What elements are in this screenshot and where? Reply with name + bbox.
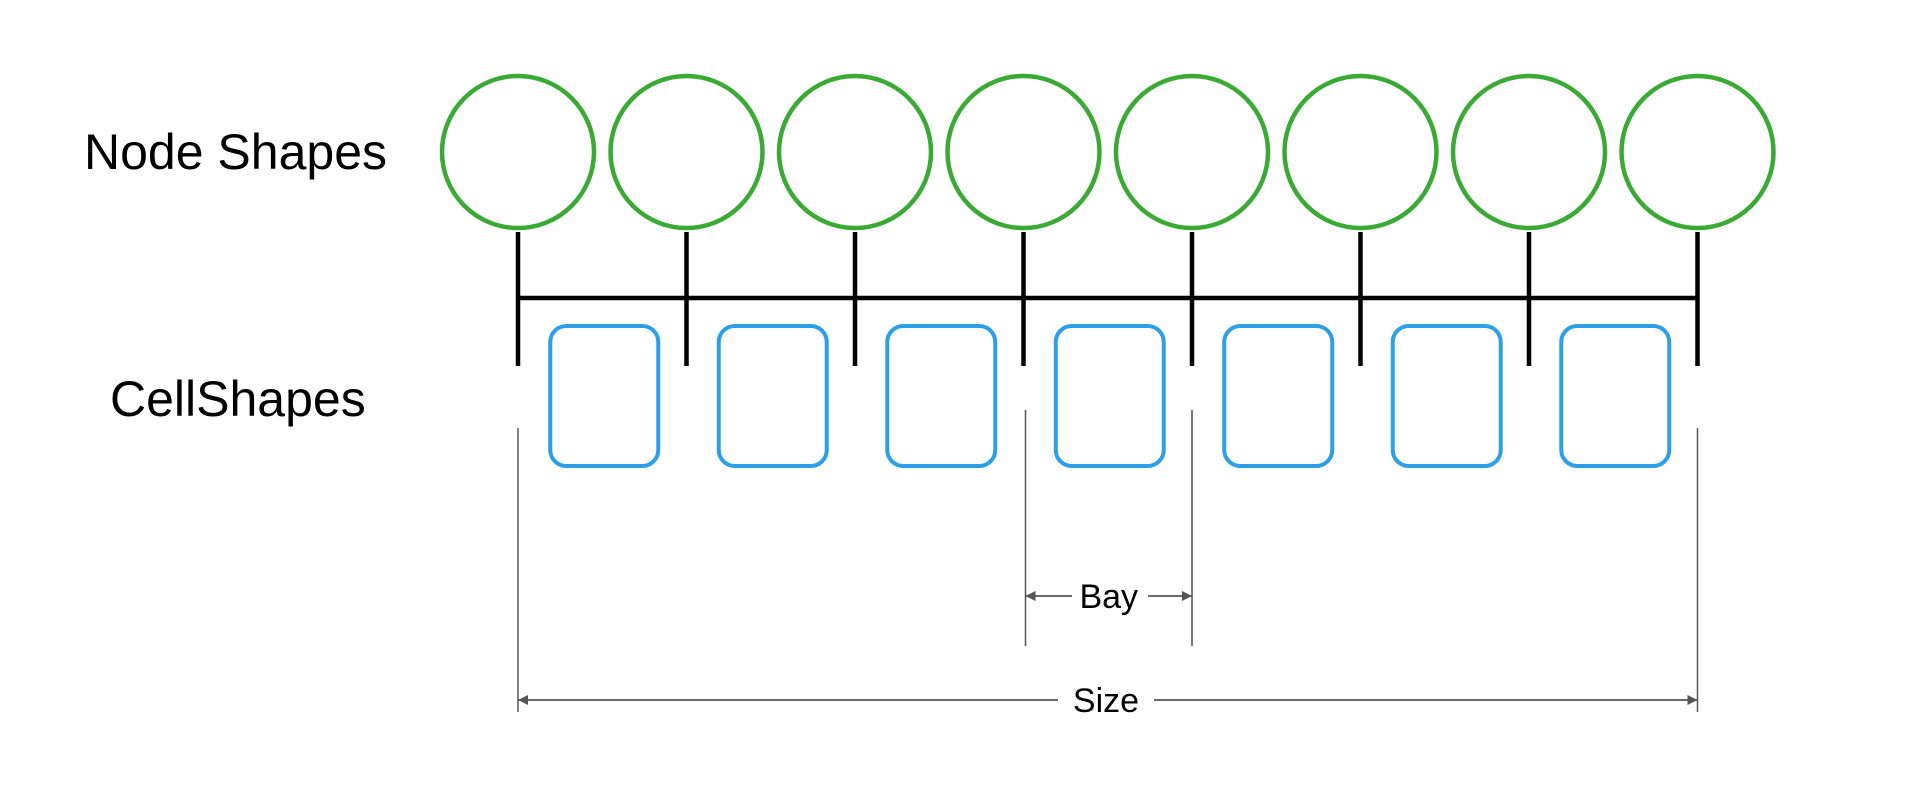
node-circle-4 [945,73,1102,231]
node-shapes-label: Node Shapes [84,124,388,180]
cell-rect-5 [1222,324,1335,468]
axis-group [515,232,1700,366]
node-circle-7 [1450,73,1608,231]
cell-shapes-label: CellShapes [110,371,366,427]
node-circle-6 [1282,73,1439,231]
node-circle-1 [439,73,597,231]
node-shapes-group [439,73,1776,231]
cell-rect-6 [1390,324,1503,468]
cell-rect-4 [1053,324,1166,468]
cell-shapes-group [548,324,1672,468]
node-circle-5 [1113,73,1271,231]
node-circle-3 [776,73,934,231]
cell-rect-3 [885,324,998,468]
cell-rect-1 [548,324,661,468]
cell-rect-7 [1559,324,1672,468]
node-circle-8 [1619,73,1776,231]
node-circle-2 [608,73,765,231]
bay-label: Bay [1079,578,1138,616]
cell-rect-2 [716,324,829,468]
size-label: Size [1073,682,1139,720]
